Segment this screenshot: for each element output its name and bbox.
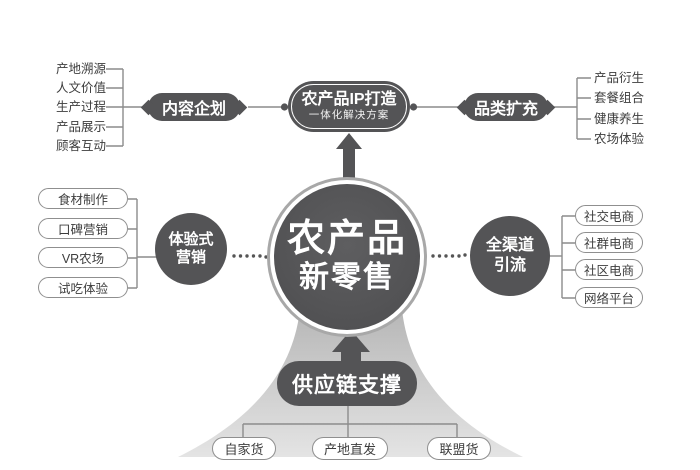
experience-node-line2: 营销: [175, 249, 206, 266]
ip-node-title: 农产品IP打造: [301, 91, 397, 108]
experience-branch-node: 体验式 营销: [155, 213, 227, 285]
channel-branch-node: 全渠道 引流: [470, 216, 550, 296]
experience-item-2: 口碑营销: [38, 218, 128, 239]
content-branch-node: 内容企划: [148, 93, 240, 121]
content-item-4: 产品展示: [55, 120, 106, 134]
up-arrow-top: [336, 133, 362, 190]
dotted-link-right: [431, 253, 467, 258]
hub-title-line1: 农产品: [286, 218, 407, 260]
category-item-2: 套餐组合: [594, 91, 645, 105]
experience-item-4: 试吃体验: [38, 277, 128, 298]
content-item-3: 生产过程: [55, 100, 106, 114]
category-item-1: 产品衍生: [594, 71, 645, 85]
ip-node-subtitle: 一体化解决方案: [308, 109, 390, 121]
hub-title-line2: 新零售: [299, 261, 395, 294]
channel-node-line2: 引流: [493, 257, 526, 274]
supply-item-2: 产地直发: [312, 437, 388, 460]
channel-item-1: 社交电商: [575, 205, 643, 226]
experience-item-1: 食材制作: [38, 188, 128, 209]
hub-node: 农产品 新零售: [274, 184, 420, 330]
channel-item-2: 社群电商: [575, 232, 643, 253]
supply-branch-node: 供应链支撑: [277, 361, 417, 406]
supply-item-3: 联盟货: [427, 437, 491, 460]
up-arrow-bottom: [332, 330, 370, 366]
category-branch-node: 品类扩充: [464, 93, 548, 121]
ip-solution-node: 农产品IP打造 一体化解决方案: [288, 81, 410, 132]
content-item-5: 顾客互动: [55, 139, 106, 153]
dotted-link-left: [232, 254, 268, 259]
category-item-3: 健康养生: [594, 112, 645, 126]
junction-dots: [280, 103, 418, 111]
category-item-4: 农场体验: [594, 132, 645, 146]
supply-item-1: 自家货: [212, 437, 276, 460]
experience-node-line1: 体验式: [168, 231, 214, 248]
content-item-2: 人文价值: [55, 81, 106, 95]
bracket-lines: [106, 68, 591, 437]
channel-item-3: 社区电商: [575, 259, 643, 280]
channel-item-4: 网络平台: [575, 287, 643, 308]
content-item-1: 产地溯源: [55, 62, 106, 76]
channel-node-line1: 全渠道: [485, 237, 534, 254]
experience-item-3: VR农场: [38, 247, 128, 268]
